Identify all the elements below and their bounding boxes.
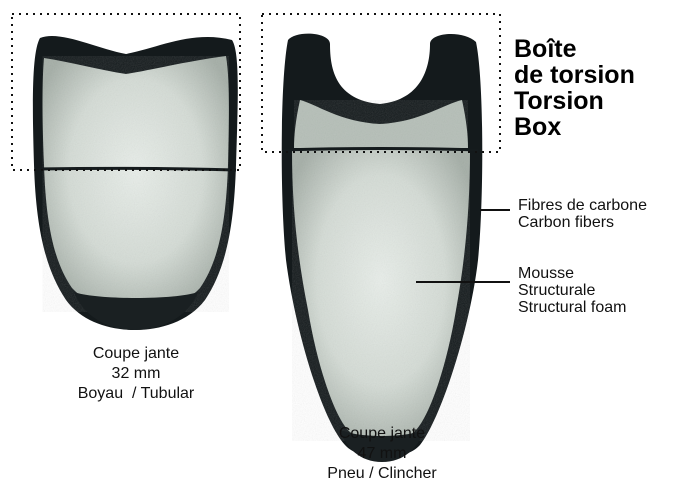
- label-line: Carbon fibers: [518, 214, 647, 231]
- caption-line: 47 mm: [282, 444, 482, 464]
- rim-47mm-section: [262, 14, 500, 462]
- title-line: Torsion: [514, 88, 635, 114]
- rim-47mm-caption: Coupe jante 47 mm Pneu / Clincher: [282, 424, 482, 484]
- rim-47mm-torsion-divider: [284, 149, 478, 151]
- torsion-box-title: Boîte de torsion Torsion Box: [514, 36, 635, 140]
- caption-line: Coupe jante: [36, 344, 236, 364]
- label-line: Structurale: [518, 282, 626, 299]
- caption-line: Coupe jante: [282, 424, 482, 444]
- label-line: Mousse: [518, 265, 626, 282]
- title-line: Box: [514, 114, 635, 140]
- rim-32mm-section: [12, 14, 240, 330]
- rim-32mm-caption: Coupe jante 32 mm Boyau / Tubular: [36, 344, 236, 404]
- caption-line: Pneu / Clincher: [282, 464, 482, 484]
- label-line: Structural foam: [518, 299, 626, 316]
- title-line: de torsion: [514, 62, 635, 88]
- caption-line: 32 mm: [36, 364, 236, 384]
- rim-32mm-torsion-divider: [36, 168, 236, 170]
- title-line: Boîte: [514, 36, 635, 62]
- rim-32mm-foam-core: [43, 56, 229, 312]
- label-line: Fibres de carbone: [518, 197, 647, 214]
- carbon-fibers-label: Fibres de carbone Carbon fibers: [518, 197, 647, 231]
- caption-line: Boyau / Tubular: [36, 384, 236, 404]
- structural-foam-label: Mousse Structurale Structural foam: [518, 265, 626, 316]
